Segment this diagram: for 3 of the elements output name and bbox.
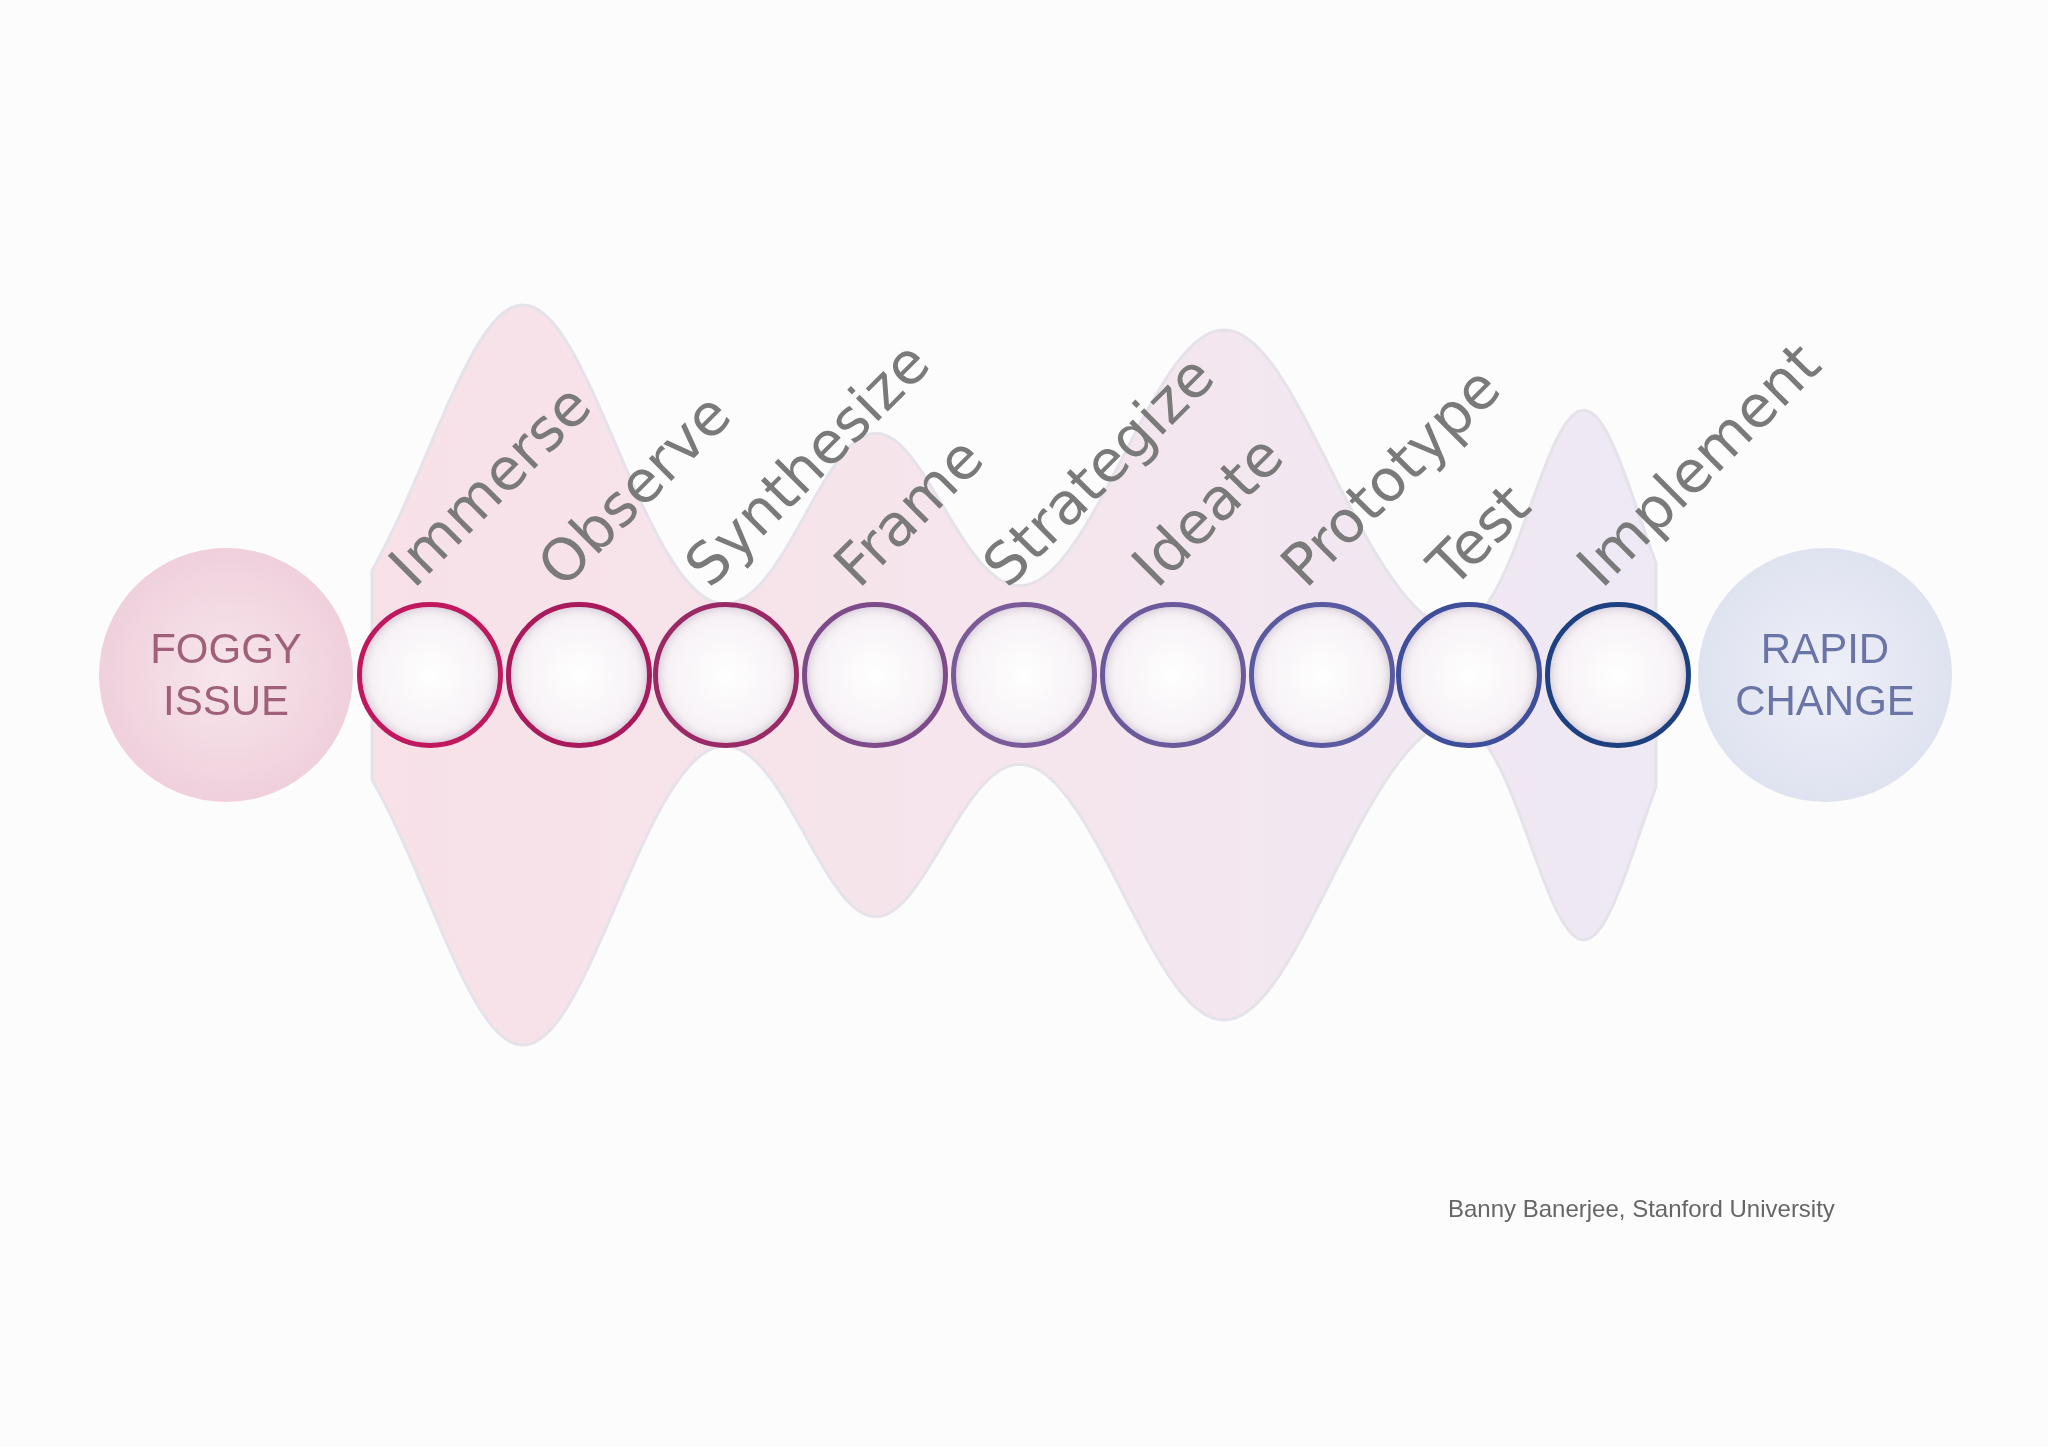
credit-text: Banny Banerjee, Stanford University bbox=[1448, 1195, 1835, 1223]
stage-label: RAPID CHANGE bbox=[1735, 623, 1915, 726]
stage-label: FOGGY ISSUE bbox=[149, 623, 303, 726]
